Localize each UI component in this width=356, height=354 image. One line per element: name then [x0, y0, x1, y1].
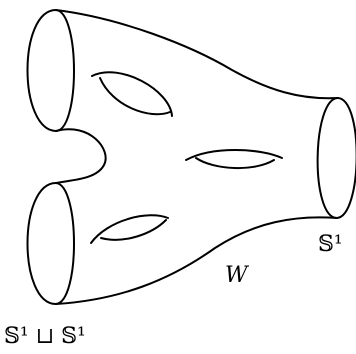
input-boundary-label: 𝕊¹ ⊔ 𝕊¹: [4, 324, 86, 349]
right-boundary-front: [337, 98, 356, 218]
handle-3: [91, 215, 168, 243]
output-boundary-label: 𝕊¹: [318, 232, 343, 257]
left-top-boundary-back: [28, 10, 57, 131]
left-top-boundary-front: [56, 10, 74, 131]
left-bottom-boundary-back: [28, 183, 57, 304]
handle-1: [92, 72, 172, 116]
right-boundary-back: [318, 98, 338, 218]
surface-label: W: [225, 263, 250, 288]
handle-2: [186, 150, 282, 168]
surface-crotch-edge: [56, 129, 106, 183]
left-bottom-boundary-front: [56, 183, 74, 304]
surface-top-edge: [56, 10, 338, 98]
surface-bottom-edge: [56, 217, 337, 304]
